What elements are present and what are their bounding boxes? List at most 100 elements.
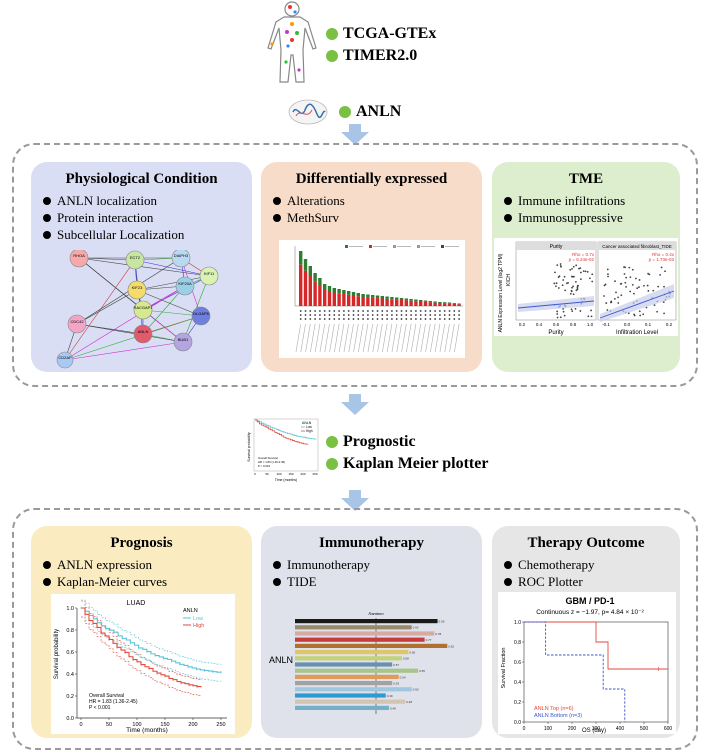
scatter-left-header <box>516 242 596 250</box>
alt-category-label <box>386 323 393 353</box>
km-thumb-ylabel: Survival probability <box>247 432 251 462</box>
scatter-point <box>648 273 651 276</box>
alt-dot <box>415 314 417 316</box>
alt-category-label <box>343 323 349 353</box>
top-dashed-group <box>12 143 698 387</box>
alt-legend-swatch <box>369 245 372 248</box>
alt-bar-mut <box>342 290 346 294</box>
alt-dot <box>443 318 446 320</box>
scatter-tick-label: 0.4 <box>536 322 543 327</box>
km-note: P < 0.001 <box>89 705 111 711</box>
alt-bar-amp <box>375 298 380 306</box>
tide-head: Random <box>368 611 384 616</box>
scatter-point <box>631 268 634 271</box>
green-bullet-icon <box>326 50 338 63</box>
alt-dot <box>338 314 340 316</box>
alt-dot <box>328 314 331 316</box>
km-x-tick-label: 0 <box>523 726 526 732</box>
alt-bar-mut <box>390 297 394 300</box>
scatter-point <box>575 264 578 267</box>
list-item: Immunotherapy <box>273 556 370 573</box>
alt-dot <box>352 318 355 320</box>
tide-bar-value: 0.95 <box>439 620 445 624</box>
alt-dot <box>429 318 432 320</box>
scatter-point <box>563 314 566 317</box>
tide-bar-value: 0.62 <box>448 644 454 648</box>
alt-dot <box>395 314 398 316</box>
scatter-point <box>553 282 556 285</box>
tide-bar <box>295 674 399 679</box>
alt-dot <box>323 318 326 320</box>
panel-list: Alterations MethSurv <box>273 192 345 226</box>
alt-category-label <box>377 323 383 353</box>
km-y-tick-label: 0.2 <box>514 700 521 706</box>
alt-dot <box>415 310 417 312</box>
scatter-point <box>613 297 616 300</box>
km-x-tick-label: 500 <box>640 726 649 732</box>
scatter-left-xlabel: Purity <box>548 330 563 336</box>
alt-dot <box>304 318 307 320</box>
km-low-curve <box>81 607 222 673</box>
alt-legend-text <box>445 246 459 247</box>
alt-bar-amp <box>438 303 442 306</box>
alt-category-label <box>348 323 354 353</box>
scatter-fit-line <box>599 290 675 319</box>
tide-bar <box>295 650 409 655</box>
list-item: Kaplan-Meier curves <box>43 573 167 590</box>
alt-dot <box>347 310 350 312</box>
panel-list: Chemotherapy ROC Plotter <box>504 556 595 590</box>
km-subtitle: Continuous z = −1.97, p= 4.84 × 10⁻² <box>536 609 644 616</box>
scatter-tick-label: -0.1 <box>602 322 610 327</box>
alt-dot <box>367 310 369 312</box>
km-x-tick-label: 50 <box>106 722 112 728</box>
scatter-tick-label: 0.2 <box>666 322 673 327</box>
alt-bar-mut <box>318 278 322 285</box>
alt-dot <box>323 310 326 312</box>
alt-bar-amp <box>308 276 312 306</box>
alt-bar-amp <box>399 300 404 306</box>
network-node <box>125 250 145 270</box>
alt-bar-mut <box>366 294 370 298</box>
alt-category-label <box>439 323 445 353</box>
scatter-point <box>606 268 609 271</box>
alt-dot <box>448 314 451 316</box>
alt-category-label <box>415 323 421 353</box>
network-edge <box>136 289 202 317</box>
alt-bar-mut <box>414 299 418 302</box>
tide-bar <box>295 699 406 704</box>
alt-legend-text <box>421 246 435 247</box>
alt-category-label <box>329 323 335 353</box>
alt-category-label <box>295 323 301 353</box>
network-edge <box>64 259 136 361</box>
scatter-ylabel: ANLN Expression Level (log2 TPM) <box>498 253 504 332</box>
alt-bar-amp <box>419 301 423 306</box>
km-xlabel: Time (months) <box>126 727 168 734</box>
scatter-point <box>631 283 634 286</box>
scatter-point <box>570 308 573 311</box>
scatter-point <box>584 270 587 273</box>
scatter-point <box>572 285 575 288</box>
alt-bar-amp <box>447 303 452 306</box>
km-y-tick-label: 0.6 <box>514 660 521 666</box>
alt-bar-amp <box>337 293 341 306</box>
scatter-right-stat: p = 1.73e-03 <box>649 257 675 262</box>
alt-dot <box>419 314 422 316</box>
network-node-label: RACGAP1 <box>133 305 153 310</box>
alt-dot <box>328 310 331 312</box>
list-item: Alterations <box>273 192 345 209</box>
alt-dot <box>439 318 441 320</box>
network-edge <box>64 341 184 361</box>
alt-dot <box>424 314 427 316</box>
list-item: MethSurv <box>273 209 345 226</box>
panel-title: Immunotherapy <box>318 535 424 551</box>
km-y-tick-label: 0.4 <box>66 672 74 678</box>
alt-dot <box>410 310 412 312</box>
scatter-point <box>562 279 565 281</box>
gene-tag-anln: ANLN <box>339 103 401 121</box>
km-y-tick-label: 0.6 <box>66 650 74 656</box>
km-x-tick-label: 100 <box>132 722 141 728</box>
network-node-label: RHOA <box>73 253 85 258</box>
km-y-tick-label: 1.0 <box>66 606 74 612</box>
alt-dot <box>410 314 412 316</box>
